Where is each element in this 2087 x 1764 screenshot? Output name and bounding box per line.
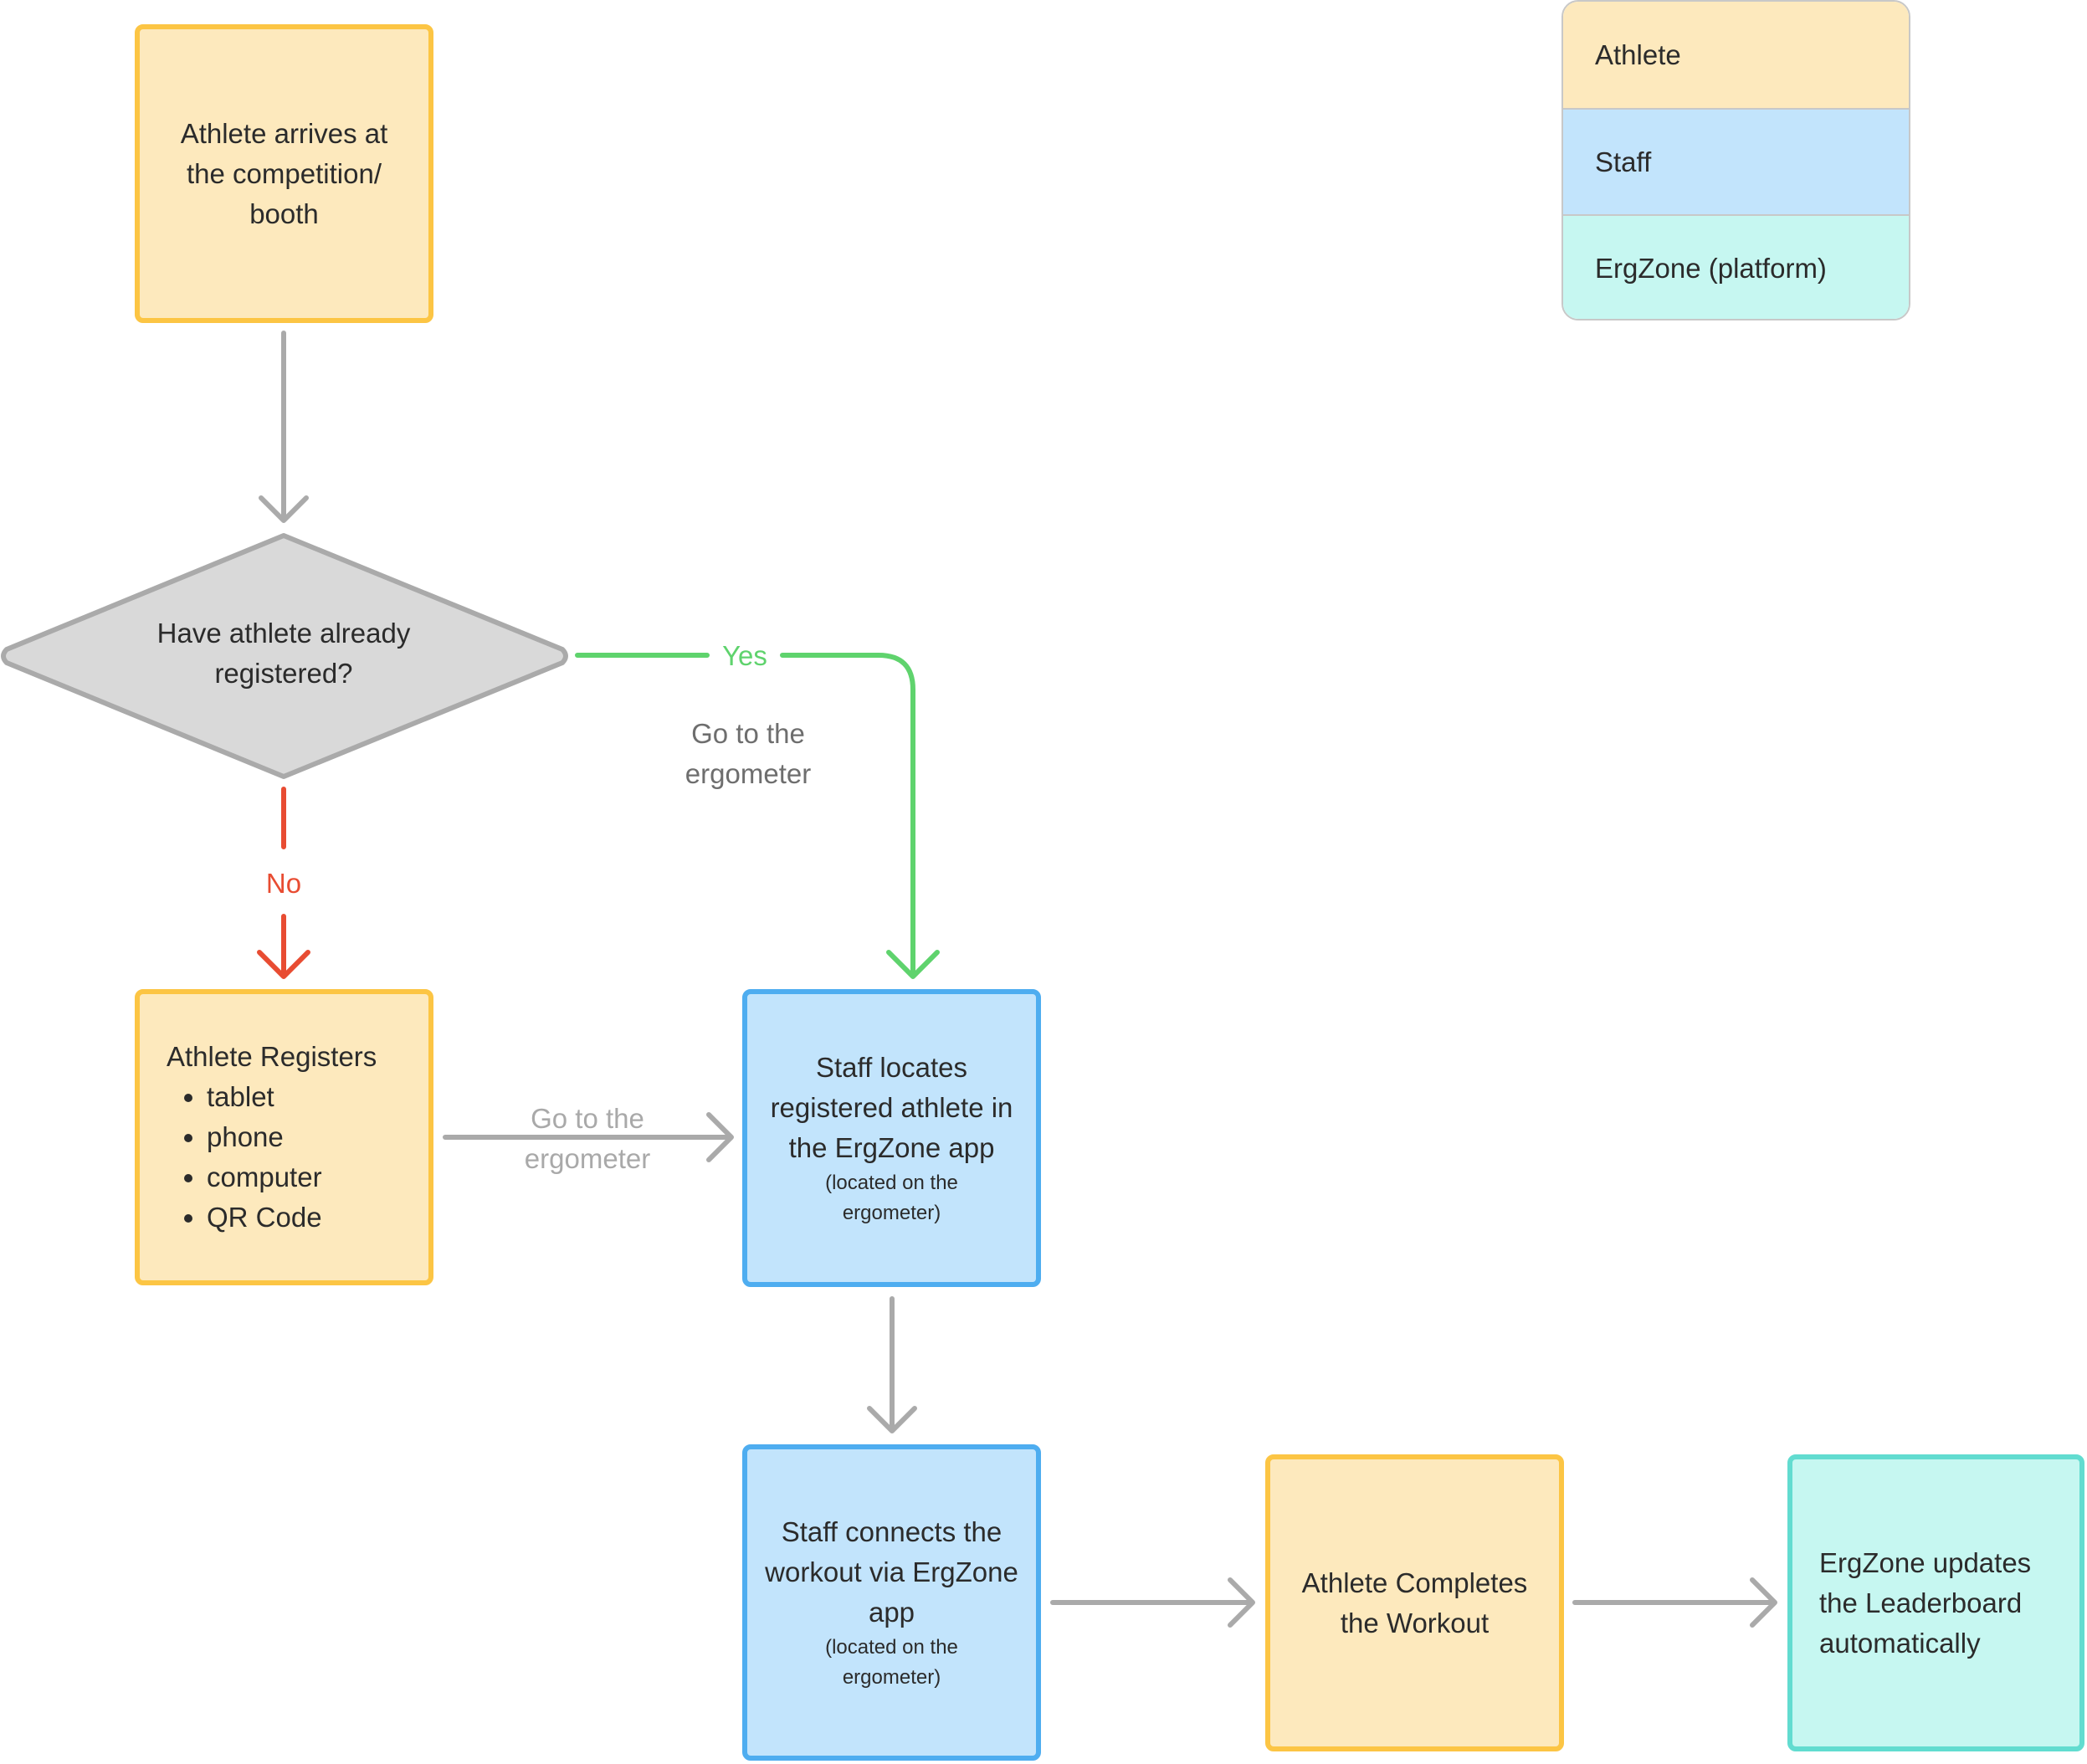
- node-staff-connects-text: Staff connects the workout via ErgZone a…: [765, 1516, 1018, 1628]
- register-option: phone: [207, 1117, 322, 1157]
- register-option: computer: [207, 1157, 322, 1197]
- register-title: Athlete Registers: [167, 1041, 377, 1072]
- decision-diamond: [1, 533, 568, 779]
- arrow-no: [257, 787, 310, 979]
- edge-note-register: Go to the ergometer: [524, 1103, 651, 1174]
- node-athlete-completes-text: Athlete Completes the Workout: [1301, 1567, 1528, 1638]
- node-athlete-completes: Athlete Completes the Workout: [1265, 1454, 1564, 1751]
- node-staff-connects: Staff connects the workout via ErgZone a…: [742, 1444, 1041, 1761]
- node-athlete-registers: Athlete Registers tablet phone computer …: [135, 989, 433, 1285]
- arrow-yes: [575, 653, 940, 979]
- legend-staff: Staff: [1563, 108, 1909, 214]
- node-staff-connects-note: (located on the ergometer): [825, 1636, 958, 1689]
- arrow-arrive-to-decision: [259, 331, 309, 523]
- node-staff-locates-text: Staff locates registered athlete in the …: [770, 1052, 1013, 1163]
- arrow-complete-to-leaderboard: [1572, 1577, 1777, 1628]
- register-options-list: tablet phone computer QR Code: [167, 1077, 322, 1238]
- arrow-locate-to-connect: [867, 1296, 917, 1433]
- register-option: tablet: [207, 1077, 322, 1117]
- edge-label-no: No: [265, 868, 302, 899]
- node-athlete-arrives: Athlete arrives at the competition/ boot…: [135, 24, 433, 323]
- node-athlete-arrives-text: Athlete arrives at the competition/ boot…: [180, 117, 388, 229]
- edge-label-yes: Yes: [722, 640, 767, 671]
- node-decision-text: Have athlete already registered?: [156, 618, 411, 689]
- register-option: QR Code: [207, 1197, 322, 1238]
- legend-platform: ErgZone (platform): [1563, 214, 1909, 319]
- node-staff-locates-note: (located on the ergometer): [825, 1172, 958, 1224]
- node-ergzone-updates: ErgZone updates the Leaderboard automati…: [1787, 1454, 2084, 1751]
- legend-athlete: Athlete: [1563, 2, 1909, 108]
- legend: Athlete Staff ErgZone (platform): [1561, 0, 1910, 320]
- node-ergzone-updates-text: ErgZone updates the Leaderboard automati…: [1819, 1546, 2032, 1659]
- arrow-connect-to-complete: [1050, 1577, 1255, 1628]
- arrow-register-to-locate: [443, 1112, 734, 1162]
- edge-note-yes: Go to the ergometer: [685, 718, 812, 789]
- node-staff-locates: Staff locates registered athlete in the …: [742, 989, 1041, 1287]
